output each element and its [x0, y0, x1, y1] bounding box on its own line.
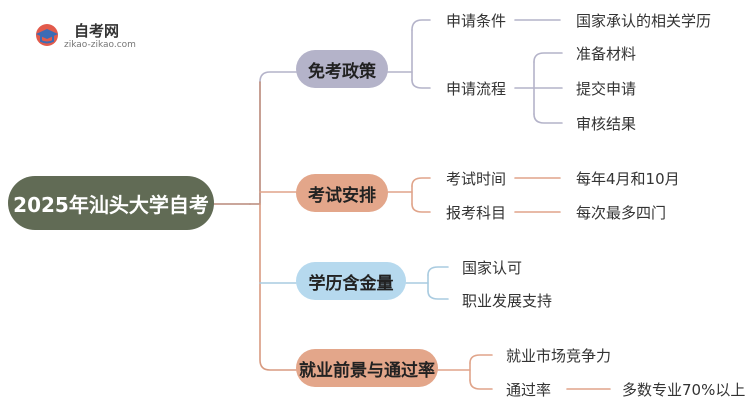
- leaf-application-process: 申请流程: [446, 80, 507, 98]
- leaf-job-competitiveness: 就业市场竞争力: [506, 347, 612, 365]
- leaf-recognized-degree: 国家承认的相关学历: [576, 12, 712, 30]
- branch-node-employment: 就业前景与通过率: [296, 349, 438, 387]
- leaf-national-recognition: 国家认可: [462, 259, 523, 277]
- branch-node-exam-schedule: 考试安排: [296, 174, 388, 212]
- leaf-prepare-materials: 准备材料: [576, 45, 637, 63]
- root-node: 2025年汕头大学自考: [8, 176, 214, 230]
- branch-node-degree-value: 学历含金量: [296, 262, 406, 300]
- branch-node-exemption: 免考政策: [296, 50, 388, 88]
- leaf-review-result: 审核结果: [576, 115, 637, 133]
- leaf-max-subjects: 每次最多四门: [576, 204, 667, 222]
- graduation-cap-icon: [36, 24, 58, 46]
- leaf-registration-subjects: 报考科目: [446, 204, 507, 222]
- logo-name: 自考网: [74, 22, 120, 40]
- leaf-exam-time: 考试时间: [446, 170, 507, 188]
- logo-domain: zikao-zikao.com: [64, 40, 136, 50]
- leaf-submit-application: 提交申请: [576, 80, 637, 98]
- leaf-application-requirement: 申请条件: [446, 12, 507, 30]
- logo: [30, 22, 64, 48]
- leaf-career-support: 职业发展支持: [462, 292, 553, 310]
- leaf-pass-rate-value: 多数专业70%以上: [622, 381, 746, 399]
- leaf-pass-rate: 通过率: [506, 381, 552, 399]
- leaf-exam-months: 每年4月和10月: [576, 170, 680, 188]
